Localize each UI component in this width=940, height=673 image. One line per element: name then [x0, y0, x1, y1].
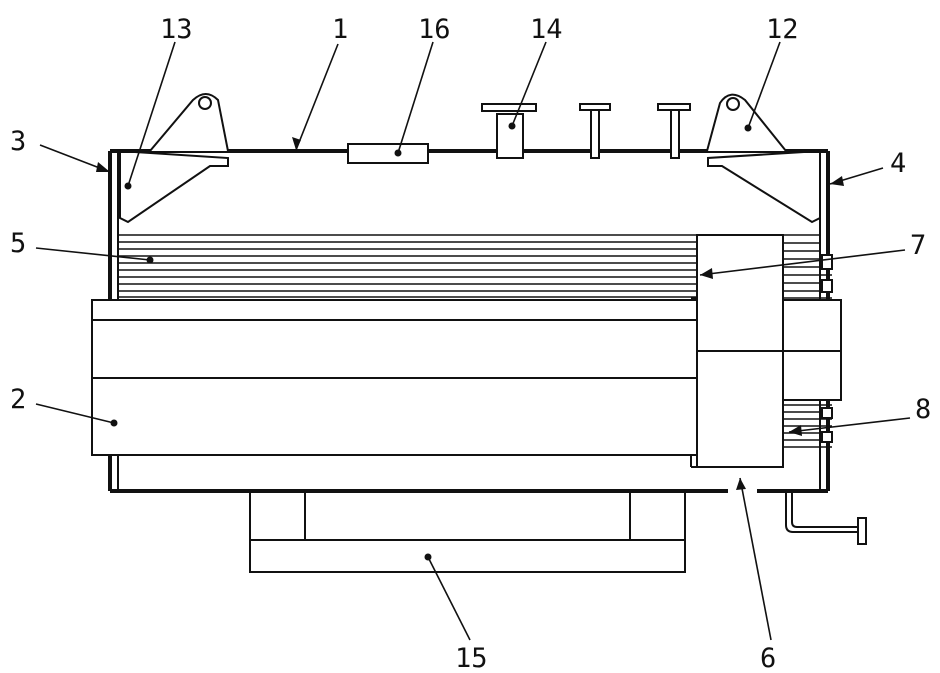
- drain-pipe: [785, 491, 867, 545]
- lifting-lug-right: [706, 93, 787, 152]
- tube-stubs: [821, 254, 833, 443]
- leader-arrows: [96, 122, 844, 561]
- manhole: [347, 143, 429, 164]
- leader-lines: [35, 41, 911, 641]
- furnace-tube: [91, 299, 698, 467]
- label-6: 6: [760, 643, 776, 673]
- gusset-stay-left: [119, 150, 229, 224]
- label-15: 15: [455, 643, 488, 673]
- nozzle-small-1: [579, 103, 611, 159]
- label-5: 5: [10, 228, 26, 259]
- nozzle-small-2: [657, 103, 691, 159]
- part-labels: 1 13 16 14 12 3 4 5 7 2 8 15 6: [10, 14, 931, 673]
- smoke-tube-bank-lower: [783, 404, 832, 448]
- label-16: 16: [418, 14, 451, 45]
- label-12: 12: [766, 14, 799, 45]
- label-3: 3: [10, 126, 26, 157]
- gusset-stay-right: [707, 150, 821, 224]
- label-13: 13: [160, 14, 193, 45]
- label-1: 1: [332, 14, 348, 45]
- label-2: 2: [10, 384, 26, 415]
- label-4: 4: [890, 148, 906, 179]
- smoke-tube-bank-upper: [118, 234, 832, 299]
- support-saddle: [249, 491, 686, 573]
- label-8: 8: [915, 394, 931, 425]
- label-7: 7: [910, 230, 926, 261]
- label-14: 14: [530, 14, 563, 45]
- lifting-lug-left: [149, 93, 229, 152]
- rear-flue-box: [782, 299, 842, 401]
- nozzle-main: [481, 103, 537, 159]
